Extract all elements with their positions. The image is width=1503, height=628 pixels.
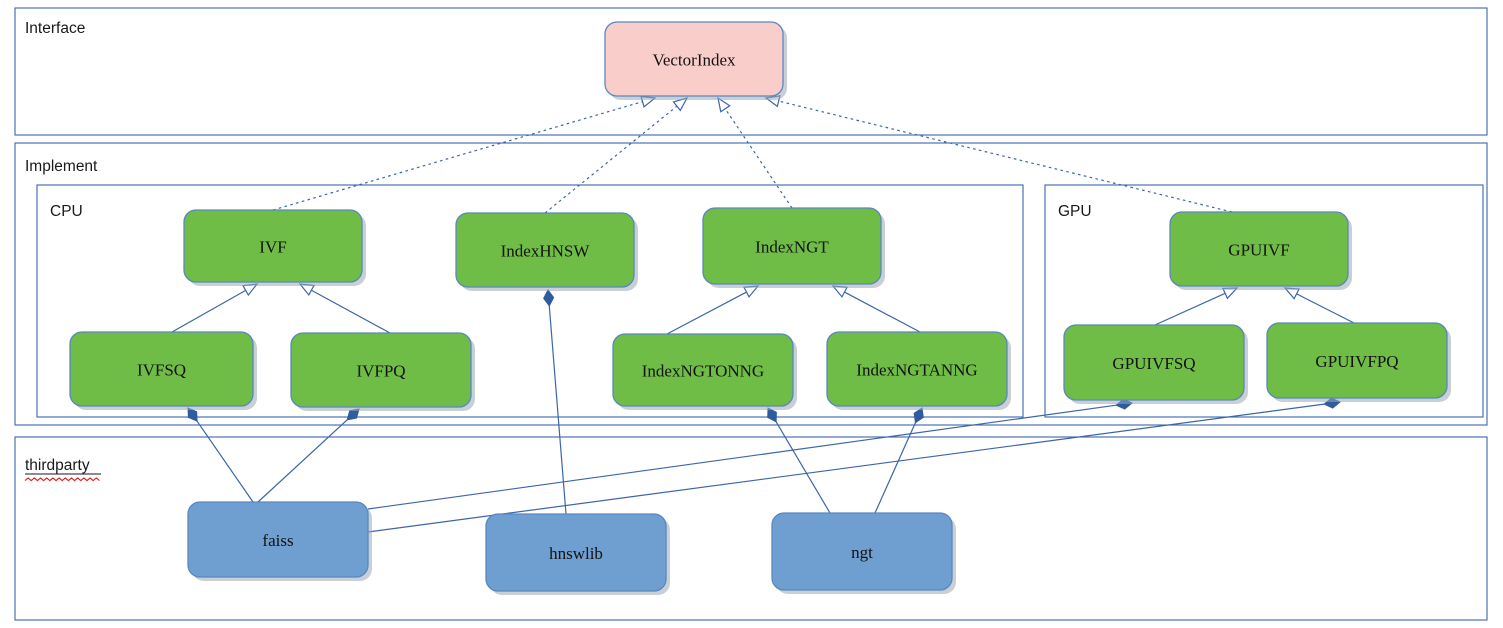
subgroup-label-cpu: CPU: [50, 203, 83, 220]
node-box-vectorindex[interactable]: [604, 21, 784, 97]
edge-line: [544, 105, 678, 214]
node-label-indexngtonng: IndexNGTONNG: [642, 362, 764, 381]
edge-faiss-to-ivfsq: [187, 407, 254, 503]
node-box-ivfsq[interactable]: [69, 331, 254, 407]
edge-line: [367, 403, 1325, 533]
node-label-ngt: ngt: [851, 543, 873, 562]
filled-diamond-arrowhead: [913, 407, 924, 424]
node-indexngt[interactable]: IndexNGT: [702, 207, 885, 288]
edge-line: [1154, 292, 1226, 326]
node-label-faiss: faiss: [262, 531, 293, 550]
edge-line: [844, 291, 921, 333]
node-label-indexngtanng: IndexNGTANNG: [856, 361, 977, 380]
node-indexhnsw[interactable]: IndexHNSW: [455, 212, 638, 291]
edge-line: [272, 101, 643, 211]
node-box-ivfpq[interactable]: [290, 332, 472, 408]
subgroup-label-gpu: GPU: [1058, 203, 1092, 220]
edge-line: [724, 108, 793, 209]
node-gpuivfsq[interactable]: GPUIVFSQ: [1063, 324, 1248, 404]
spellcheck-underline-thirdparty: [24, 477, 100, 482]
node-label-ivf: IVF: [259, 238, 286, 257]
node-box-indexngtonng[interactable]: [612, 333, 794, 407]
edge-line: [1296, 293, 1355, 324]
edge-ngt-to-indexngtonng: [767, 407, 831, 514]
edge-line: [874, 422, 917, 514]
group-label-interface: Interface: [25, 20, 85, 37]
node-label-gpuivfpq: GPUIVFPQ: [1315, 352, 1398, 371]
group-label-thirdparty: thirdparty: [25, 457, 90, 474]
edge-faiss-to-ivfpq: [257, 408, 360, 503]
node-indexngtanng[interactable]: IndexNGTANNG: [826, 331, 1011, 410]
edge-line: [775, 421, 831, 514]
node-vectorindex[interactable]: VectorIndex: [604, 21, 787, 100]
open-triangle-arrowhead: [717, 96, 731, 113]
node-box-ngt[interactable]: [771, 512, 953, 591]
node-label-indexngt: IndexNGT: [755, 238, 829, 257]
node-box-ivf[interactable]: [183, 209, 363, 283]
edge-line: [666, 291, 747, 335]
node-box-gpuivf[interactable]: [1169, 211, 1349, 287]
node-label-indexhnsw: IndexHNSW: [501, 242, 591, 261]
group-label-implement: Implement: [25, 158, 98, 175]
node-gpuivfpq[interactable]: GPUIVFPQ: [1266, 322, 1451, 402]
node-box-indexngt[interactable]: [702, 207, 882, 285]
node-indexngtonng[interactable]: IndexNGTONNG: [612, 333, 797, 410]
edge-line: [196, 420, 254, 503]
node-faiss[interactable]: faiss: [187, 501, 372, 581]
node-label-gpuivf: GPUIVF: [1228, 241, 1289, 260]
node-label-hnswlib: hnswlib: [549, 544, 603, 563]
node-box-hnswlib[interactable]: [485, 513, 667, 592]
node-hnswlib[interactable]: hnswlib: [485, 513, 670, 595]
edges-layer: [171, 95, 1355, 533]
node-box-faiss[interactable]: [187, 501, 369, 578]
node-ivfsq[interactable]: IVFSQ: [69, 331, 257, 410]
edge-line: [257, 419, 348, 503]
edge-line: [548, 305, 567, 515]
node-label-ivfpq: IVFPQ: [356, 362, 405, 381]
edge-ngt-to-indexngtanng: [874, 407, 924, 514]
node-ivf[interactable]: IVF: [183, 209, 366, 286]
node-ivfpq[interactable]: IVFPQ: [290, 332, 475, 411]
edge-line: [171, 289, 246, 333]
node-box-gpuivfpq[interactable]: [1266, 322, 1448, 399]
node-box-indexhnsw[interactable]: [455, 212, 635, 288]
node-box-gpuivfsq[interactable]: [1063, 324, 1245, 401]
edge-line: [367, 404, 1117, 510]
node-ngt[interactable]: ngt: [771, 512, 956, 594]
node-label-ivfsq: IVFSQ: [137, 361, 186, 380]
node-label-vectorindex: VectorIndex: [652, 51, 736, 70]
node-gpuivf[interactable]: GPUIVF: [1169, 211, 1352, 290]
filled-diamond-arrowhead: [543, 289, 555, 307]
node-box-indexngtanng[interactable]: [826, 331, 1008, 407]
filled-diamond-arrowhead: [767, 407, 777, 423]
filled-diamond-arrowhead: [187, 407, 198, 422]
edge-indexngt-to-vectorindex: [717, 96, 793, 209]
edge-hnswlib-to-indexhnsw: [543, 289, 567, 515]
edge-line: [311, 289, 391, 334]
node-label-gpuivfsq: GPUIVFSQ: [1112, 354, 1195, 373]
